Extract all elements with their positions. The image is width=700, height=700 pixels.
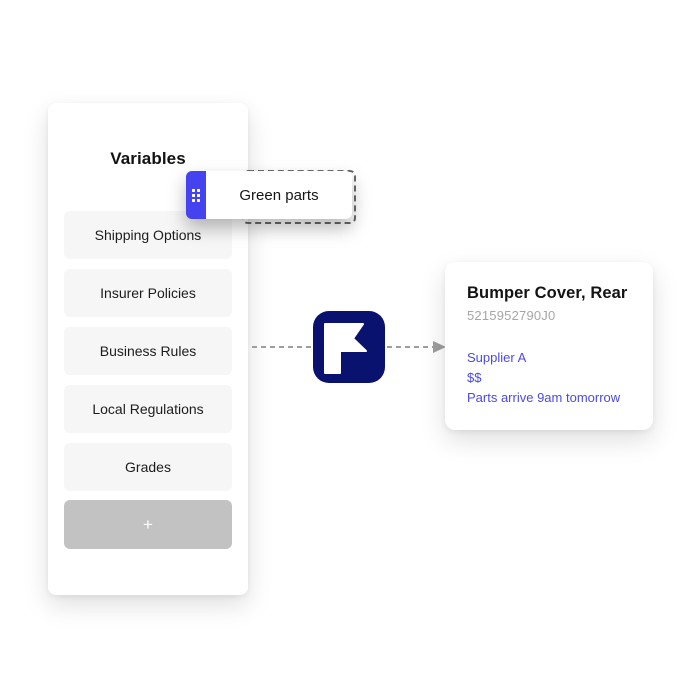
part-detail-availability: Parts arrive 9am tomorrow — [467, 390, 621, 405]
variable-item-local-regulations[interactable]: Local Regulations — [64, 385, 232, 433]
part-detail-supplier: Supplier A — [467, 350, 527, 365]
drag-handle[interactable] — [186, 171, 206, 219]
variable-item-shipping-options[interactable]: Shipping Options — [64, 211, 232, 259]
part-number: 5215952790J0 — [467, 308, 556, 323]
green-parts-chip[interactable]: Green parts — [186, 171, 352, 219]
flag-icon — [324, 323, 367, 374]
variable-item-business-rules[interactable]: Business Rules — [64, 327, 232, 375]
part-card: Bumper Cover, Rear 5215952790J0 Supplier… — [445, 262, 653, 430]
variable-list: Shipping Options Insurer Policies Busine… — [64, 211, 232, 549]
add-variable-button[interactable]: + — [64, 500, 232, 549]
plus-icon: + — [143, 515, 153, 534]
arrowhead-icon — [433, 341, 446, 353]
chip-label: Green parts — [206, 171, 352, 219]
variable-item-grades[interactable]: Grades — [64, 443, 232, 491]
panel-title: Variables — [110, 149, 186, 168]
variable-item-insurer-policies[interactable]: Insurer Policies — [64, 269, 232, 317]
flag-logo-badge — [313, 311, 385, 383]
part-title: Bumper Cover, Rear — [467, 284, 628, 302]
drag-grip-icon — [192, 188, 200, 202]
part-detail-price: $$ — [467, 370, 482, 385]
part-details: Supplier A $$ Parts arrive 9am tomorrow — [467, 348, 631, 408]
